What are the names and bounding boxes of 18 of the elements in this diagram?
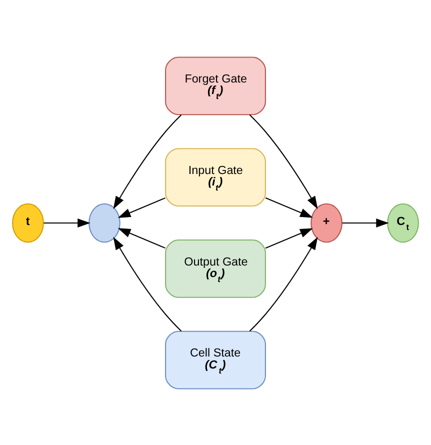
node-ellipse: C$_{t}$ <box>387 202 419 242</box>
node-circle <box>88 202 120 242</box>
arrow <box>44 218 90 227</box>
arrow <box>113 114 182 209</box>
node-ellipse: + <box>310 202 342 242</box>
arrow <box>118 228 166 248</box>
arrow <box>265 228 313 248</box>
node-box: Forget Gate (f$_{t}$) <box>165 56 266 115</box>
arrow <box>249 236 318 331</box>
arrow <box>113 236 182 331</box>
node-box: Cell State (C$_{t}$) <box>165 330 266 389</box>
arrow <box>249 114 318 209</box>
node-box: Output Gate (o$_{t}$) <box>165 238 266 298</box>
node-box: Input Gate (i$_{t}$) <box>165 148 266 206</box>
arrow <box>342 218 389 227</box>
node-ellipse: t <box>12 202 44 242</box>
arrow <box>118 196 166 218</box>
arrow <box>265 196 313 218</box>
